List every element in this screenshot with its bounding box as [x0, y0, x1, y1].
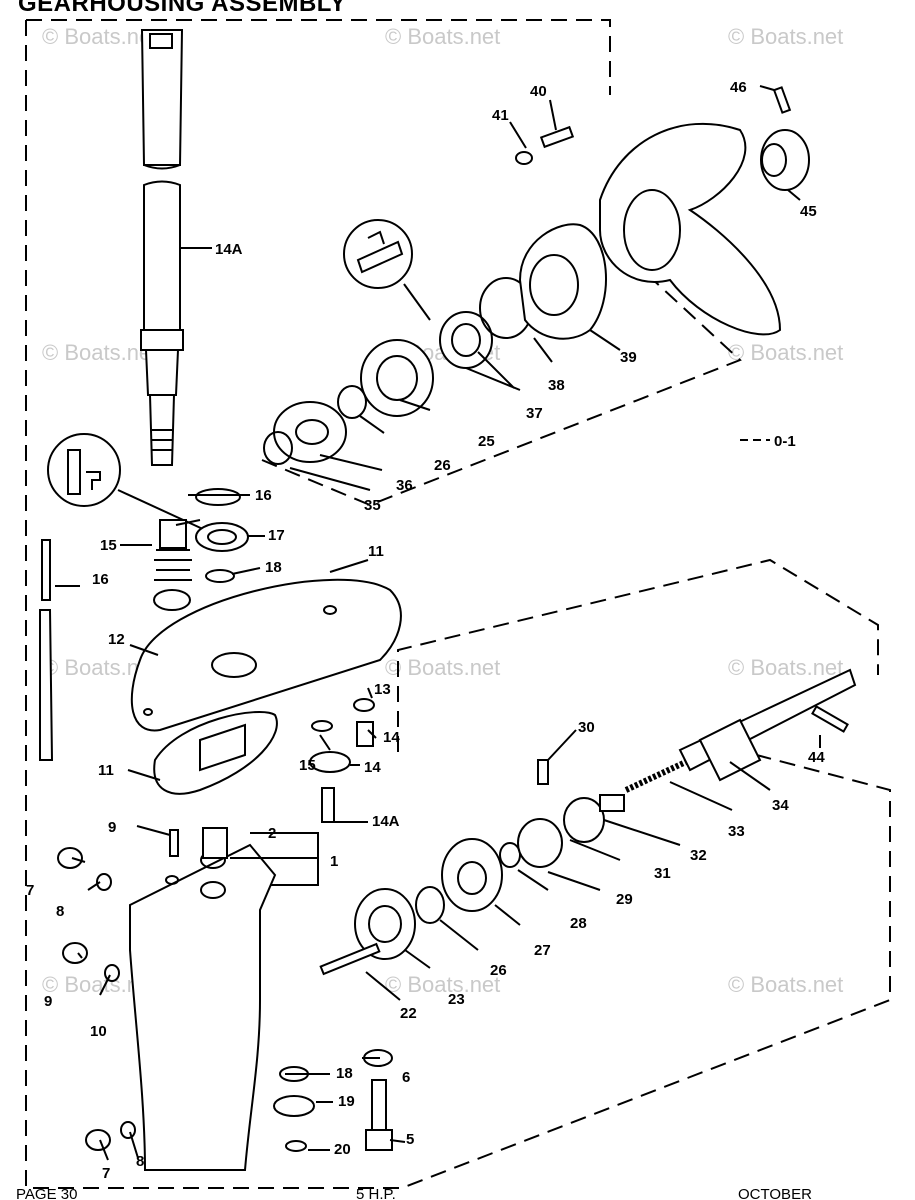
part-label: 11: [368, 543, 384, 560]
part-label: 30: [578, 719, 595, 736]
driveshaft: [140, 29, 184, 466]
part-label: 9: [44, 993, 52, 1010]
part-label: 38: [548, 377, 565, 394]
part-label: 7: [26, 882, 34, 899]
part-label: 28: [570, 915, 587, 932]
part-label: 9: [108, 819, 116, 836]
part-label: 27: [534, 942, 551, 959]
part-label: 12: [108, 631, 125, 648]
assembly-boundary: [25, 19, 891, 1189]
part-label: 2: [268, 825, 276, 842]
part-label: 7: [102, 1165, 110, 1182]
part-label: 45: [800, 203, 817, 220]
part-label: 22: [400, 1005, 417, 1022]
bearing-carrier-boundary: [261, 239, 742, 507]
part-label: 15: [299, 757, 316, 774]
cover-plate: [130, 578, 402, 732]
part-label: 29: [616, 891, 633, 908]
footer-page: PAGE 30: [16, 1186, 78, 1200]
part-label: 25: [478, 433, 495, 450]
pinion-shaft: [153, 519, 192, 611]
propeller: [599, 122, 782, 336]
part-label: 8: [56, 903, 64, 920]
part-label: 26: [434, 457, 451, 474]
part-label: 19: [338, 1093, 355, 1110]
part-label: 11: [98, 762, 114, 779]
part-label: 36: [396, 477, 413, 494]
part-label: 16: [92, 571, 109, 588]
part-label: 18: [336, 1065, 353, 1082]
bearing-carrier: [518, 223, 607, 340]
part-label: 44: [808, 749, 825, 766]
part-label: 26: [490, 962, 507, 979]
part-label: 14: [364, 759, 381, 776]
part-label: 1: [330, 853, 338, 870]
part-label: 5: [406, 1131, 414, 1148]
part-label: 15: [100, 537, 117, 554]
part-label: 14A: [372, 813, 400, 830]
part-label: 0-1: [774, 433, 796, 450]
part-label: 39: [620, 349, 637, 366]
part-label: 6: [402, 1069, 410, 1086]
footer-model: 5 H.P.: [356, 1186, 396, 1200]
part-label: 32: [690, 847, 707, 864]
gear-housing: [129, 843, 277, 1171]
part-labels: 14A 16 17 18 15 16 11 12 13 14 15 14 14A…: [26, 79, 825, 1182]
part-label: 16: [255, 487, 272, 504]
part-label: 41: [492, 107, 509, 124]
part-label: 46: [730, 79, 747, 96]
part-label: 40: [530, 83, 547, 100]
footer-date: OCTOBER: [738, 1186, 812, 1200]
part-label: 31: [654, 865, 671, 882]
part-label: 17: [268, 527, 285, 544]
part-label: 20: [334, 1141, 351, 1158]
part-label: 37: [526, 405, 543, 422]
part-label: 14A: [215, 241, 243, 258]
part-label: 14: [383, 729, 400, 746]
part-label: 33: [728, 823, 745, 840]
part-label: 10: [90, 1023, 107, 1040]
part-label: 23: [448, 991, 465, 1008]
part-label: 8: [136, 1153, 144, 1170]
part-label: 34: [772, 797, 789, 814]
part-label: 18: [265, 559, 282, 576]
diagram-title: GEARHOUSING ASSEMBLY: [18, 0, 347, 17]
propshaft-boundary: [397, 558, 879, 752]
part-label: 35: [364, 497, 381, 514]
gasket: [153, 711, 278, 795]
inset-detail-left: [47, 433, 121, 507]
part-label: 13: [374, 681, 391, 698]
